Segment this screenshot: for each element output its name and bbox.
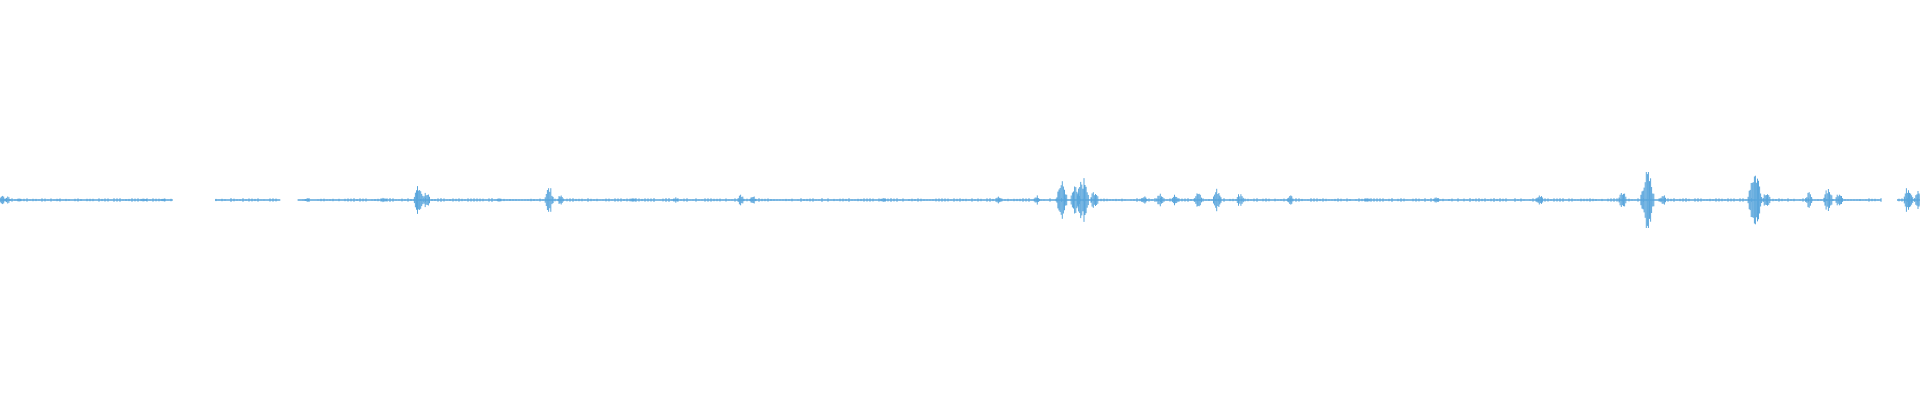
waveform-peak <box>3 196 12 204</box>
waveform-peak <box>495 198 503 202</box>
waveform-peak <box>159 198 167 202</box>
waveform-peak <box>303 198 311 202</box>
waveform-peak <box>1170 194 1180 206</box>
waveform-peak <box>1193 193 1204 207</box>
waveform-peak <box>1535 195 1545 205</box>
waveform-peaks-group <box>0 172 1920 228</box>
waveform-peak <box>412 186 425 214</box>
waveform-peak <box>15 198 23 202</box>
waveform-peak <box>1032 195 1042 205</box>
waveform-peak <box>1639 172 1656 228</box>
waveform-peak <box>879 198 888 202</box>
